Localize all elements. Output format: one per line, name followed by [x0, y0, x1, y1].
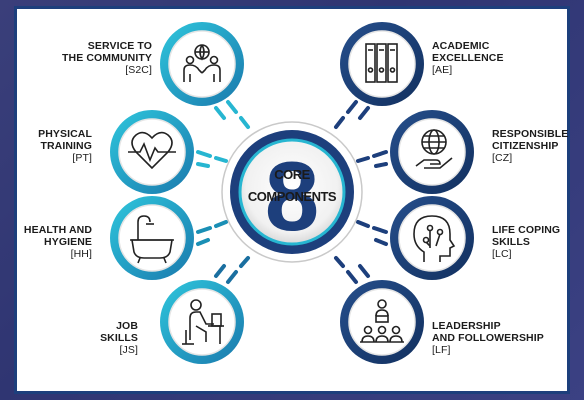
connector-ae: [334, 100, 370, 129]
label-hh-line2: HYGIENE: [44, 236, 92, 248]
label-lf: LEADERSHIP AND FOLLOWERSHIP [LF]: [432, 320, 544, 356]
connectors: [196, 100, 388, 284]
label-lf-line2: AND FOLLOWERSHIP: [432, 332, 544, 344]
label-hh-code: [HH]: [70, 248, 92, 260]
binders-icon: [365, 43, 398, 83]
label-lf-code: [LF]: [432, 344, 451, 356]
connector-s2c: [214, 100, 250, 129]
label-ae-code: [AE]: [432, 64, 453, 76]
desk-worker-icon: [182, 299, 224, 345]
component-node-s2c: [160, 22, 244, 106]
brain-head-icon: [413, 215, 456, 262]
component-node-lf: [340, 280, 424, 364]
connector-lc: [356, 220, 388, 246]
label-lc-code: [LC]: [492, 248, 512, 260]
component-node-pt: [110, 110, 194, 194]
bathtub-icon: [130, 215, 174, 264]
label-cz: RESPONSIBLE CITIZENSHIP [CZ]: [492, 128, 568, 164]
team-leader-icon: [360, 299, 404, 343]
label-pt-line1: PHYSICAL: [38, 128, 92, 140]
center-hub: 8: [221, 121, 363, 263]
component-node-ae: [340, 22, 424, 106]
component-node-hh: [110, 196, 194, 280]
center-title-line2: COMPONENTS: [247, 189, 337, 204]
center-title-line1: CORE: [274, 167, 310, 182]
label-pt-line2: TRAINING: [40, 140, 92, 152]
label-s2c-line1: SERVICE TO: [87, 40, 152, 52]
label-cz-code: [CZ]: [492, 152, 513, 164]
connector-pt: [196, 150, 228, 168]
label-cz-line1: RESPONSIBLE: [492, 128, 569, 140]
component-node-js: [160, 280, 244, 364]
label-lc: LIFE COPING SKILLS [LC]: [492, 224, 560, 260]
label-s2c-code: [S2C]: [125, 64, 152, 76]
center-title: CORE COMPONENTS: [240, 168, 344, 204]
label-js: JOB SKILLS [JS]: [100, 320, 138, 356]
center-number: 8: [265, 141, 320, 251]
label-lc-line1: LIFE COPING: [492, 224, 561, 236]
connector-cz: [356, 150, 388, 168]
label-cz-line2: CITIZENSHIP: [492, 140, 559, 152]
label-s2c-line2: THE COMMUNITY: [62, 52, 152, 64]
connector-hh: [196, 220, 228, 246]
label-hh-line1: HEALTH AND: [23, 224, 92, 236]
connector-lf: [334, 256, 370, 284]
label-s2c: SERVICE TO THE COMMUNITY [S2C]: [62, 40, 152, 76]
component-node-lc: [390, 196, 474, 280]
globe-hand-icon: [415, 129, 453, 169]
label-lc-line2: SKILLS: [492, 236, 530, 248]
label-js-line1: JOB: [116, 320, 138, 332]
label-ae-line1: ACADEMIC: [432, 40, 490, 52]
label-js-line2: SKILLS: [100, 332, 138, 344]
label-pt: PHYSICAL TRAINING [PT]: [38, 128, 92, 164]
label-ae-line2: EXCELLENCE: [432, 52, 504, 64]
community-service-icon: [183, 44, 221, 82]
heartbeat-icon: [128, 131, 176, 170]
connector-js: [214, 256, 250, 284]
label-js-code: [JS]: [119, 344, 138, 356]
component-node-cz: [390, 110, 474, 194]
label-pt-code: [PT]: [72, 152, 92, 164]
label-ae: ACADEMIC EXCELLENCE [AE]: [432, 40, 504, 76]
label-hh: HEALTH AND HYGIENE [HH]: [24, 224, 92, 260]
label-lf-line1: LEADERSHIP: [432, 320, 501, 332]
